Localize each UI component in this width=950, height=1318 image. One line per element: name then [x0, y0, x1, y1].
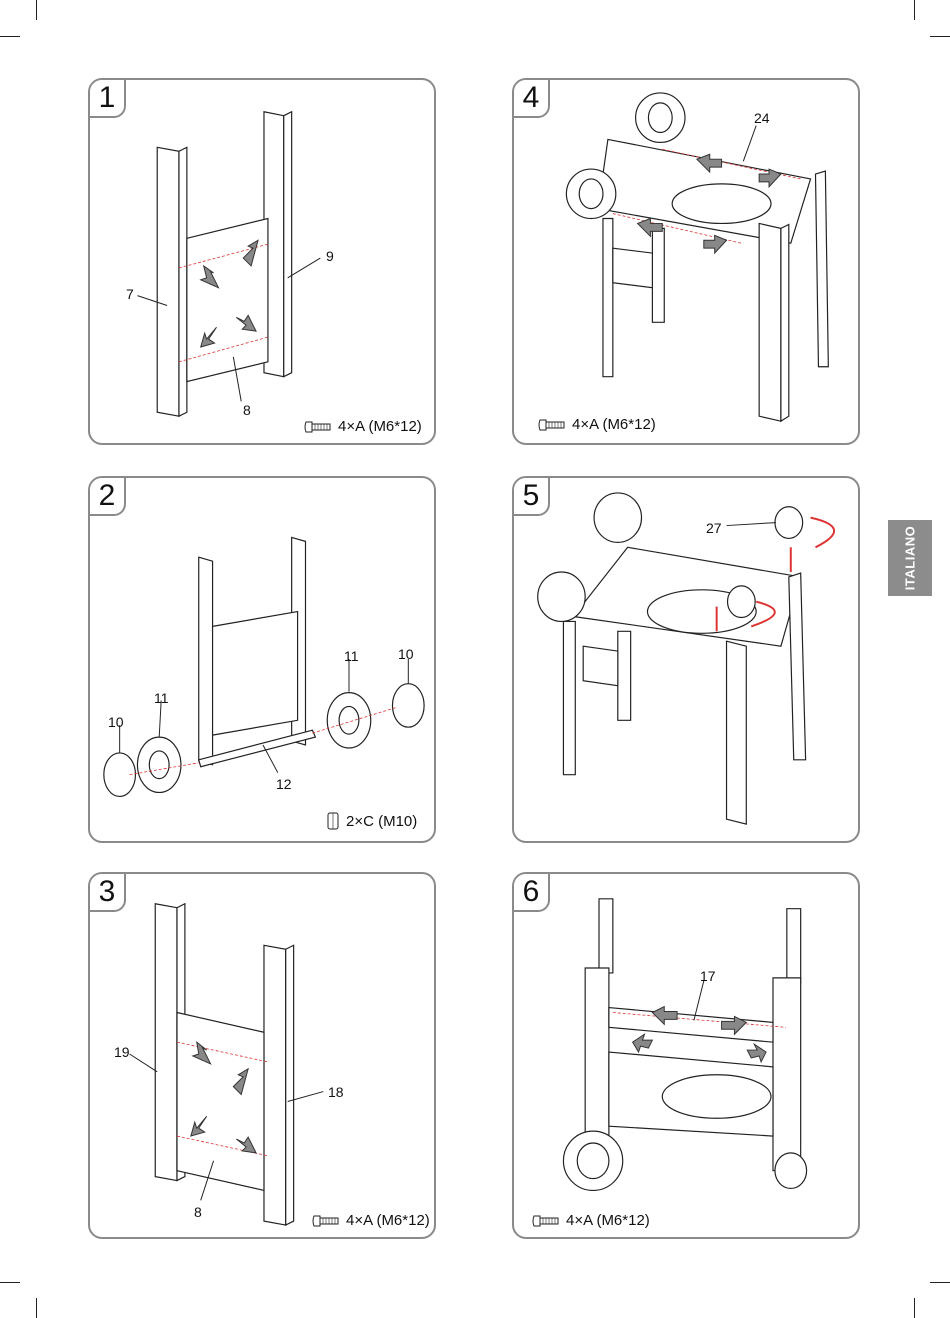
bolt-icon	[312, 1214, 340, 1228]
part-label: 10	[108, 714, 124, 730]
part-label: 19	[114, 1044, 130, 1060]
part-label: 27	[706, 520, 722, 536]
language-tab: ITALIANO	[888, 520, 932, 596]
crop-mark	[930, 1282, 950, 1283]
hardware-note: 4×A (M6*12)	[312, 1212, 430, 1229]
part-label: 11	[344, 648, 359, 664]
bolt-icon	[304, 420, 332, 434]
part-label: 9	[326, 248, 334, 264]
step-number: 2	[88, 476, 126, 516]
step-number: 3	[88, 872, 126, 912]
crop-mark	[0, 1282, 20, 1283]
hardware-label: 2×C (M10)	[346, 813, 417, 830]
step-panel-3: 3 19 18 8 4×A (M6*12)	[88, 872, 436, 1239]
language-label: ITALIANO	[903, 526, 918, 590]
step-panel-1: 1 9 7 8 4×A (M6*12)	[88, 78, 436, 445]
step-3-illustration	[90, 874, 434, 1237]
step-number: 6	[512, 872, 550, 912]
part-label: 18	[328, 1084, 344, 1100]
hardware-label: 4×A (M6*12)	[566, 1212, 650, 1229]
part-label: 8	[194, 1204, 202, 1220]
crop-mark	[914, 1298, 915, 1318]
bolt-icon	[538, 418, 566, 432]
part-label: 12	[276, 776, 292, 792]
step-number: 1	[88, 78, 126, 118]
hardware-label: 4×A (M6*12)	[338, 418, 422, 435]
crop-mark	[914, 0, 915, 20]
hardware-note: 2×C (M10)	[326, 812, 417, 830]
step-panel-5: 5 27	[512, 476, 860, 843]
crop-mark	[36, 0, 37, 20]
step-4-illustration	[514, 80, 858, 443]
part-label: 10	[398, 646, 414, 662]
part-label: 7	[126, 286, 134, 302]
crop-mark	[930, 36, 950, 37]
hardware-note: 4×A (M6*12)	[532, 1212, 650, 1229]
step-2-illustration	[90, 478, 434, 841]
crop-mark	[0, 36, 20, 37]
step-number: 4	[512, 78, 550, 118]
step-1-illustration	[90, 80, 434, 443]
step-number: 5	[512, 476, 550, 516]
step-panel-2: 2 11 10 11 10 12 2×C (M10)	[88, 476, 436, 843]
step-6-illustration	[514, 874, 858, 1237]
part-label: 11	[154, 690, 169, 706]
part-label: 24	[754, 110, 770, 126]
part-label: 17	[700, 968, 716, 984]
hardware-note: 4×A (M6*12)	[304, 418, 422, 435]
step-5-illustration	[514, 478, 858, 841]
crop-mark	[36, 1298, 37, 1318]
part-label: 8	[243, 402, 251, 418]
nut-icon	[326, 812, 340, 830]
step-panel-4: 4 24 4×A (M6*12)	[512, 78, 860, 445]
hardware-label: 4×A (M6*12)	[572, 416, 656, 433]
step-panel-6: 6 17 4×A (M6*12)	[512, 872, 860, 1239]
hardware-label: 4×A (M6*12)	[346, 1212, 430, 1229]
bolt-icon	[532, 1214, 560, 1228]
hardware-note: 4×A (M6*12)	[538, 416, 656, 433]
